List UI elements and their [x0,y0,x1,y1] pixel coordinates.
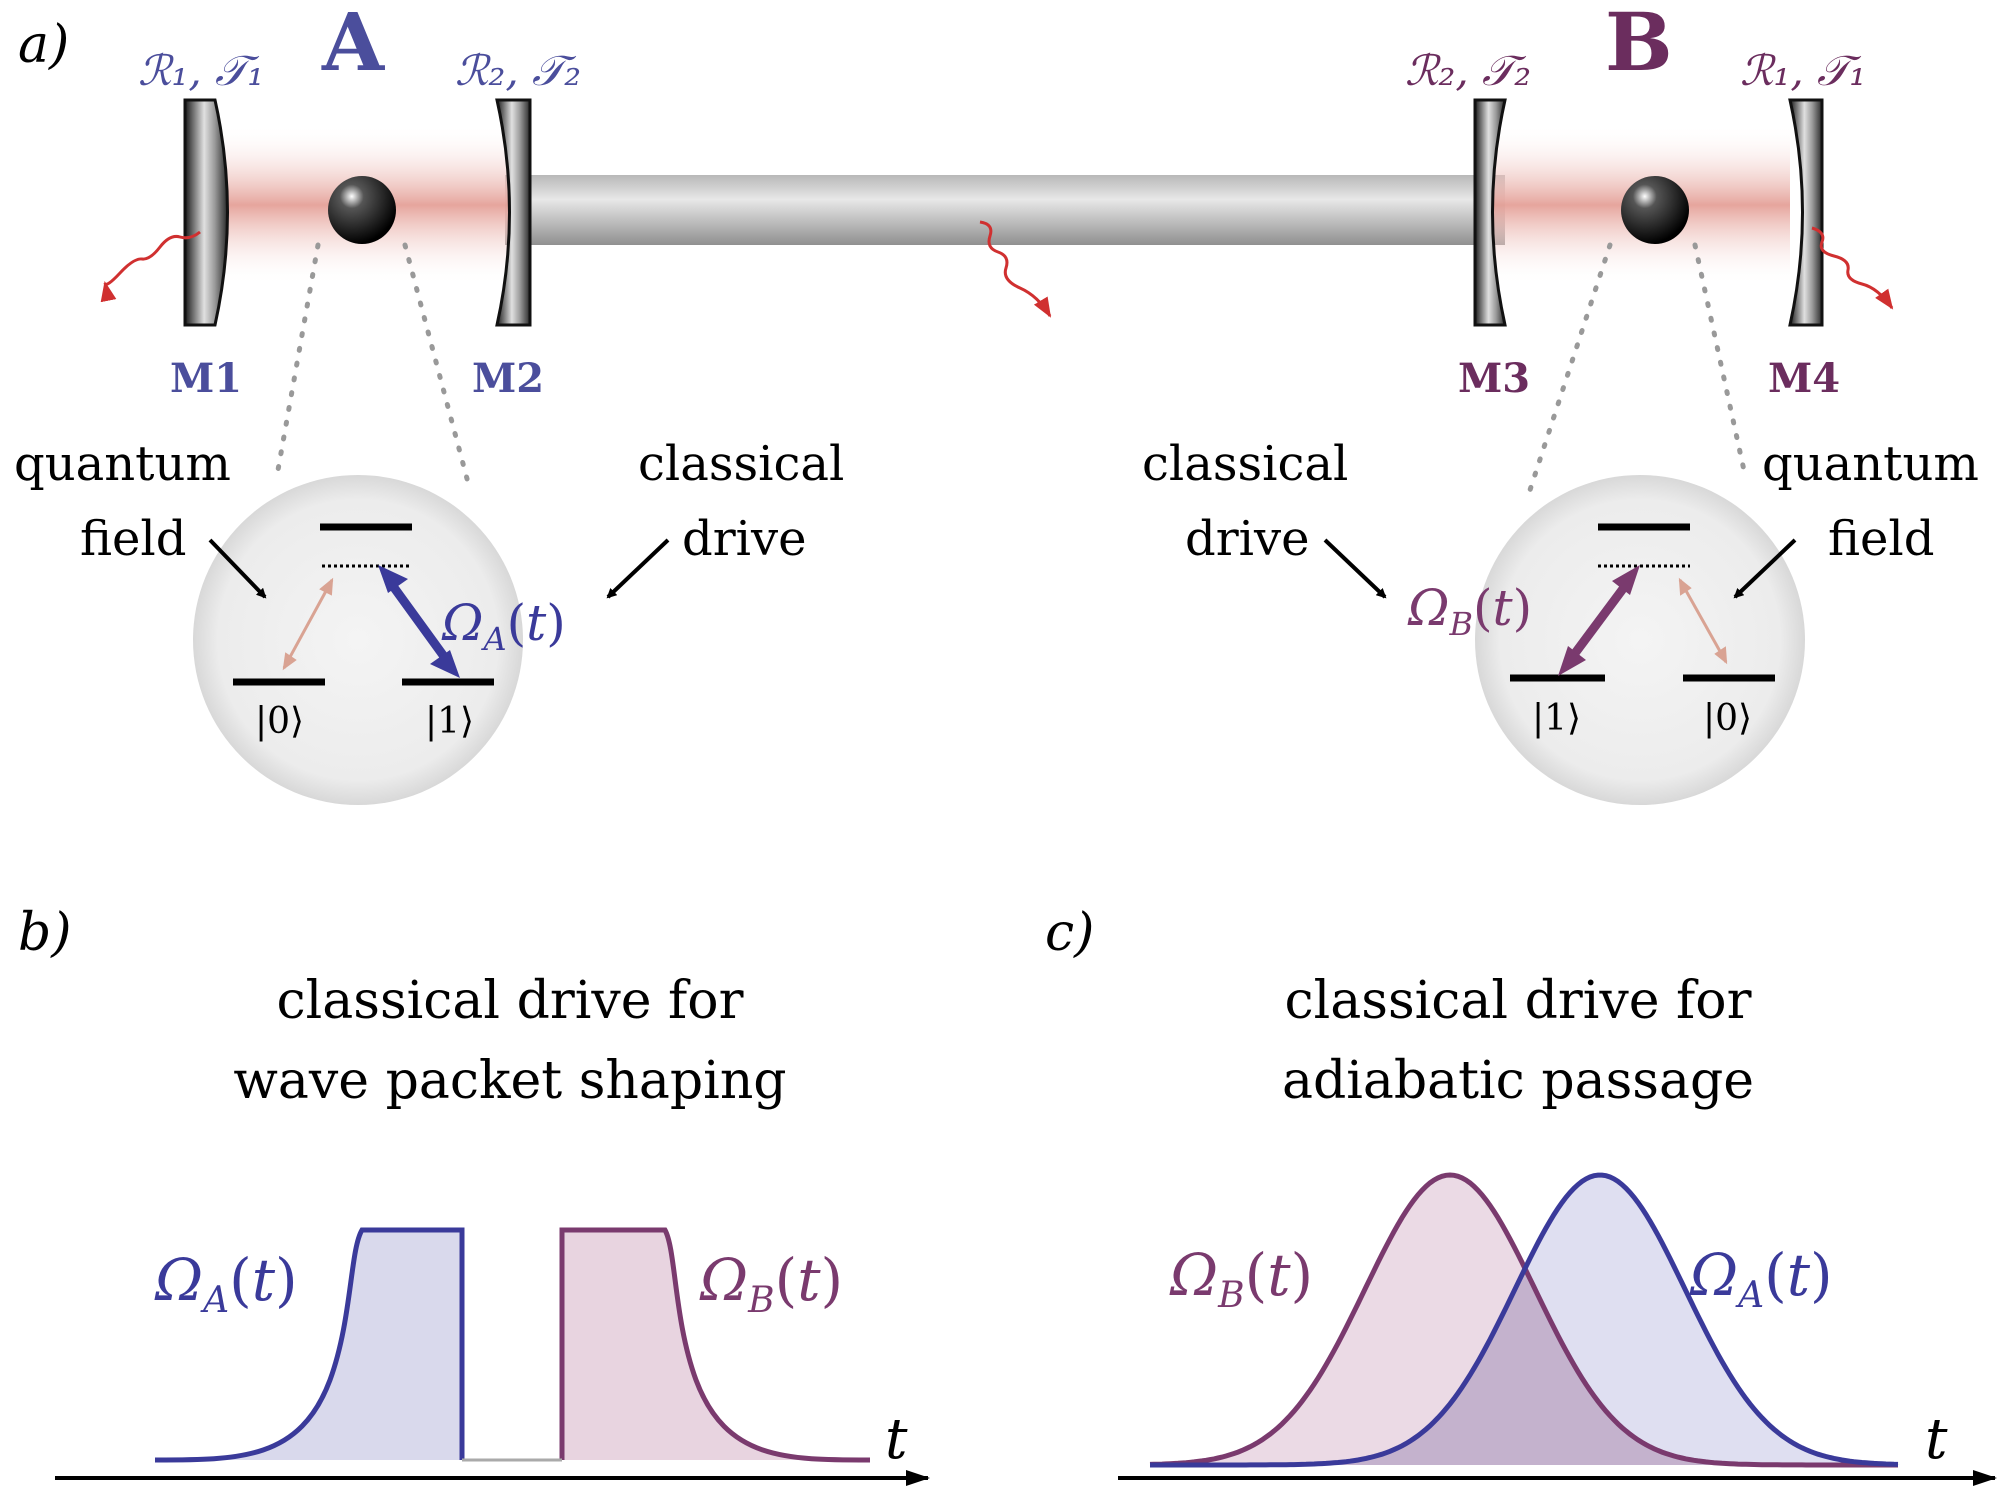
m4-param-label: ℛ₁, 𝒯₁ [1740,46,1866,95]
m2-param-label: ℛ₂, 𝒯₂ [455,46,581,95]
level-diagram-b: |1⟩ |0⟩ ΩB(t) [1407,475,1805,805]
classical-drive-label-b-line1: classical [1142,436,1348,492]
pulse-a-line-c [1150,1172,1899,1468]
time-axis-label-b: t [885,1407,908,1472]
optical-fiber [505,175,1505,245]
panel-b-label: b) [18,903,72,963]
quantum-field-label-a-line1: quantum [14,436,231,492]
classical-drive-pointer-a [606,538,670,599]
panel-b-title-line2: wave packet shaping [233,1051,786,1111]
m3-name: M3 [1458,355,1530,402]
panel-c-title-line2: adiabatic passage [1282,1051,1754,1111]
atom-a [328,176,396,244]
state-0-label-a: |0⟩ [255,701,304,742]
rabi-label-a: ΩA(t) [441,594,566,658]
loss-arrow-m1 [100,230,201,303]
quantum-transition-a [282,579,334,669]
quantum-field-label-a-line2: field [80,511,187,567]
m4-name: M4 [1768,355,1840,402]
mirror-m2 [495,98,532,327]
atom-b [1621,176,1689,244]
time-axis-label-c: t [1925,1407,1948,1472]
quantum-field-label-b-line2: field [1828,511,1935,567]
mirror-m4 [1788,98,1824,327]
loss-arrow-fiber [979,220,1052,318]
classical-transition-a [386,579,452,665]
m2-name: M2 [472,355,544,402]
node-a-title: A [321,0,385,89]
state-1-label-b: |1⟩ [1532,698,1581,739]
m3-param-label: ℛ₂, 𝒯₂ [1405,46,1531,95]
pulse-b-fill [562,1230,870,1460]
pulse-a-label-b: ΩA(t) [154,1246,298,1321]
quantum-field-pointer-b [1733,538,1797,599]
zoom-lines-a [275,242,473,493]
classical-drive-label-a-line2: drive [682,511,807,567]
panel-c-title-line1: classical drive for [1285,971,1752,1031]
pulse-b-label-b: ΩB(t) [699,1246,843,1321]
level-bubble-a [193,475,523,805]
level-diagram-a: |0⟩ |1⟩ ΩA(t) [193,475,566,805]
pulse-overlap-c [1150,1270,1900,1465]
quantum-field-pointer-a [208,538,267,599]
pulse-a-fill [155,1230,462,1460]
pulse-b-label-c: ΩB(t) [1169,1241,1313,1316]
panel-a-label: a) [18,15,69,75]
panel-c-label: c) [1045,903,1094,963]
level-bubble-b [1475,475,1805,805]
rabi-label-b: ΩB(t) [1407,579,1532,643]
pulse-a-line [154,1227,465,1463]
classical-drive-label-a-line1: classical [638,436,844,492]
panel-b-plot: t ΩA(t) ΩB(t) [55,1227,930,1486]
zoom-lines-b [1527,242,1748,493]
classical-drive-label-b-line2: drive [1185,511,1310,567]
panel-c-plot: t ΩB(t) ΩA(t) [1118,1172,1997,1486]
panel-b-title-line1: classical drive for [277,971,744,1031]
state-1-label-a: |1⟩ [425,701,474,742]
classical-transition-b [1566,579,1632,663]
m1-name: M1 [170,355,242,402]
pulse-a-label-c: ΩA(t) [1689,1241,1833,1316]
node-b-title: B [1605,0,1673,89]
classical-drive-pointer-b [1323,538,1387,599]
pulse-b-line [559,1227,871,1463]
state-0-label-b: |0⟩ [1703,698,1752,739]
quantum-transition-b [1678,579,1728,663]
quantum-field-label-b-line1: quantum [1762,436,1979,492]
loss-arrow-m4 [1811,226,1894,310]
m1-param-label: ℛ₁, 𝒯₁ [138,46,264,95]
mirror-m1 [183,98,229,327]
mirror-m3 [1473,98,1507,327]
